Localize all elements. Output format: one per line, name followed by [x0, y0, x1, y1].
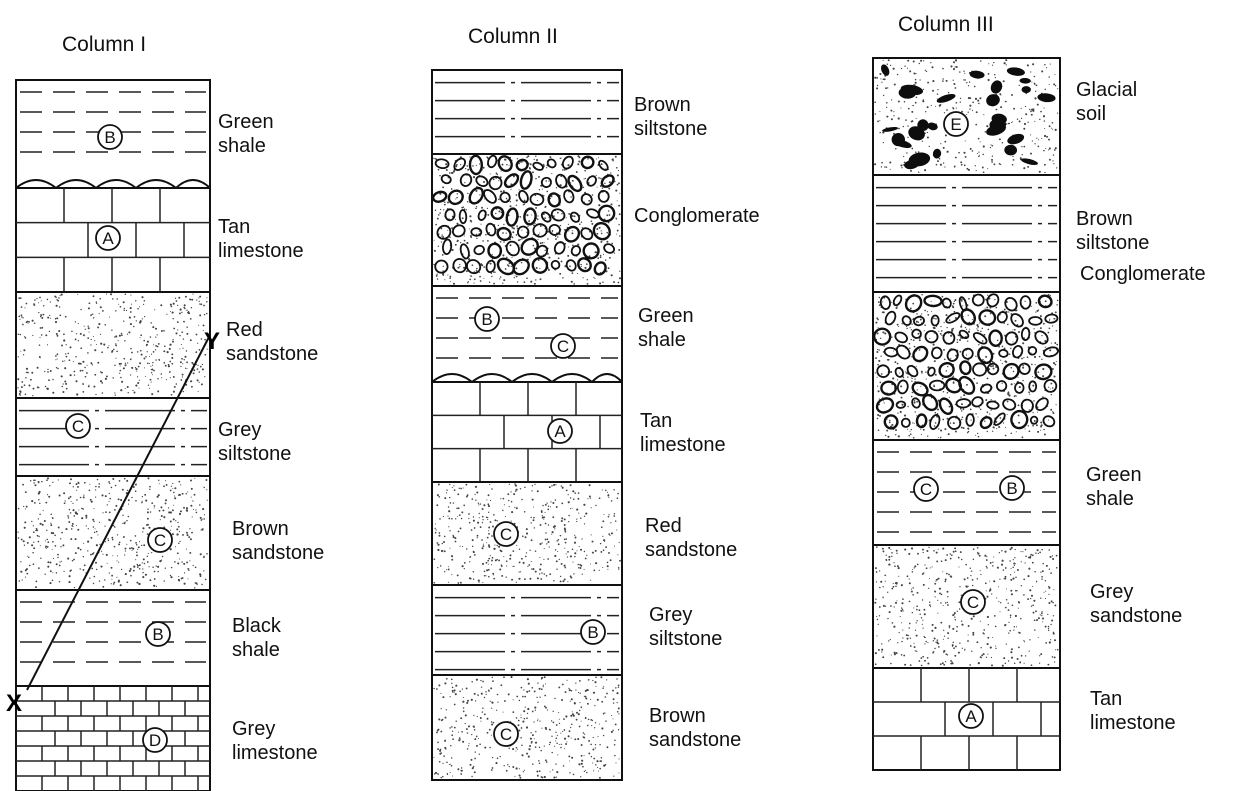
- svg-text:C: C: [557, 337, 569, 356]
- svg-text:C: C: [920, 480, 932, 499]
- svg-text:D: D: [149, 731, 161, 750]
- layer-tan-limestone: A: [873, 668, 1060, 770]
- layer-glacial-soil: E: [873, 58, 1060, 175]
- svg-text:C: C: [500, 525, 512, 544]
- svg-text:A: A: [965, 707, 977, 726]
- fossil-symbol-e: E: [944, 112, 968, 136]
- layer-tan-limestone: A: [16, 188, 210, 292]
- svg-text:C: C: [500, 725, 512, 744]
- layer-grey-limestone: D: [16, 686, 210, 791]
- fossil-symbol-a: A: [959, 704, 983, 728]
- column-1-title: Column I: [62, 33, 146, 57]
- layer-black-shale: B: [16, 590, 210, 686]
- fossil-symbol-c: C: [66, 414, 90, 438]
- svg-text:C: C: [72, 417, 84, 436]
- fossil-symbol-b: B: [475, 307, 499, 331]
- fossil-symbol-d: D: [143, 728, 167, 752]
- column-1: B A C C B D: [16, 80, 210, 791]
- layer-grey-sandstone: C: [873, 545, 1060, 668]
- layer-conglomerate: [432, 154, 622, 286]
- label-col2-conglomerate: Conglomerate: [634, 204, 760, 228]
- layer-red-sandstone: C: [432, 482, 622, 585]
- fossil-symbol-b: B: [98, 125, 122, 149]
- fossil-symbol-c: C: [494, 722, 518, 746]
- layer-brown-sandstone: C: [432, 675, 622, 780]
- layer-conglomerate: [873, 292, 1060, 440]
- fossil-symbol-a: A: [96, 226, 120, 250]
- svg-text:B: B: [104, 128, 115, 147]
- layer-grey-siltstone: C: [16, 398, 210, 476]
- layer-brown-sandstone: C: [16, 476, 210, 590]
- svg-text:A: A: [102, 229, 114, 248]
- fault-marker-y: Y: [204, 328, 220, 356]
- label-col3-conglomerate: Conglomerate: [1080, 262, 1206, 286]
- fossil-symbol-b: B: [146, 622, 170, 646]
- column-3-title: Column III: [898, 13, 994, 37]
- svg-text:B: B: [481, 310, 492, 329]
- svg-text:B: B: [152, 625, 163, 644]
- svg-text:C: C: [154, 531, 166, 550]
- fossil-symbol-c: C: [148, 528, 172, 552]
- svg-text:A: A: [554, 422, 566, 441]
- svg-text:B: B: [587, 623, 598, 642]
- svg-text:E: E: [950, 115, 961, 134]
- layer-red-sandstone: [16, 292, 210, 398]
- layer-tan-limestone: A: [432, 382, 622, 482]
- svg-text:B: B: [1006, 479, 1017, 498]
- layer-green-shale: B: [16, 80, 210, 188]
- layer-green-shale: BC: [432, 286, 622, 382]
- fossil-symbol-b: B: [581, 620, 605, 644]
- svg-text:C: C: [967, 593, 979, 612]
- fossil-symbol-a: A: [548, 419, 572, 443]
- fossil-symbol-c: C: [914, 477, 938, 501]
- fossil-symbol-c: C: [961, 590, 985, 614]
- fossil-symbol-b: B: [1000, 476, 1024, 500]
- layer-grey-siltstone: B: [432, 585, 622, 675]
- layer-brown-siltstone: [432, 70, 622, 154]
- column-2-title: Column II: [468, 25, 558, 49]
- layer-brown-siltstone: [873, 175, 1060, 292]
- fossil-symbol-c: C: [494, 522, 518, 546]
- fault-marker-x: X: [6, 690, 22, 718]
- fossil-symbol-c: C: [551, 334, 575, 358]
